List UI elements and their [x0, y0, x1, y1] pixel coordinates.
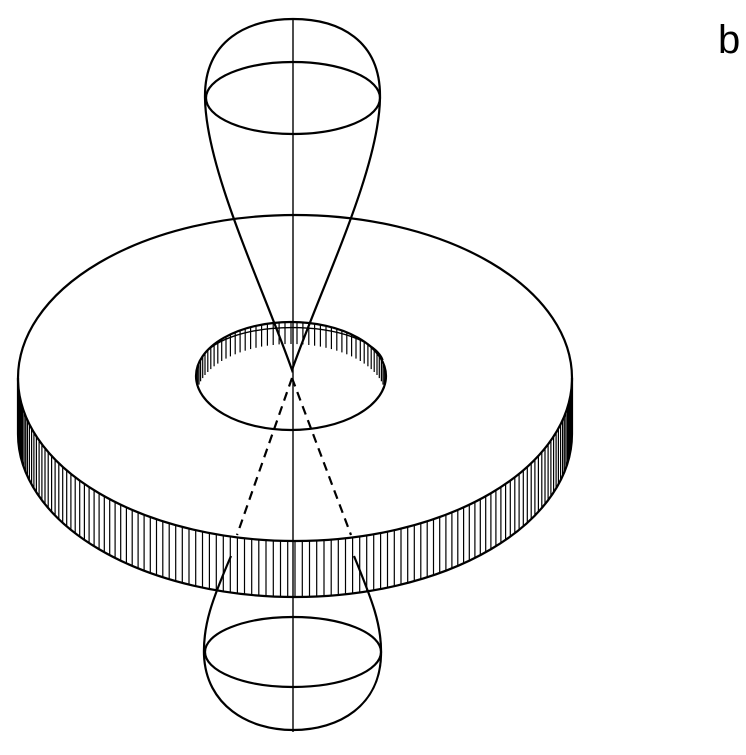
outer-rim-hatching — [18, 382, 572, 597]
disk-outer-top-edge — [18, 215, 572, 541]
panel-label: b — [718, 20, 740, 60]
lower-lobe-hidden-left — [237, 378, 292, 535]
lower-lobe-hidden-right — [292, 378, 351, 535]
disk-ring — [18, 215, 572, 597]
